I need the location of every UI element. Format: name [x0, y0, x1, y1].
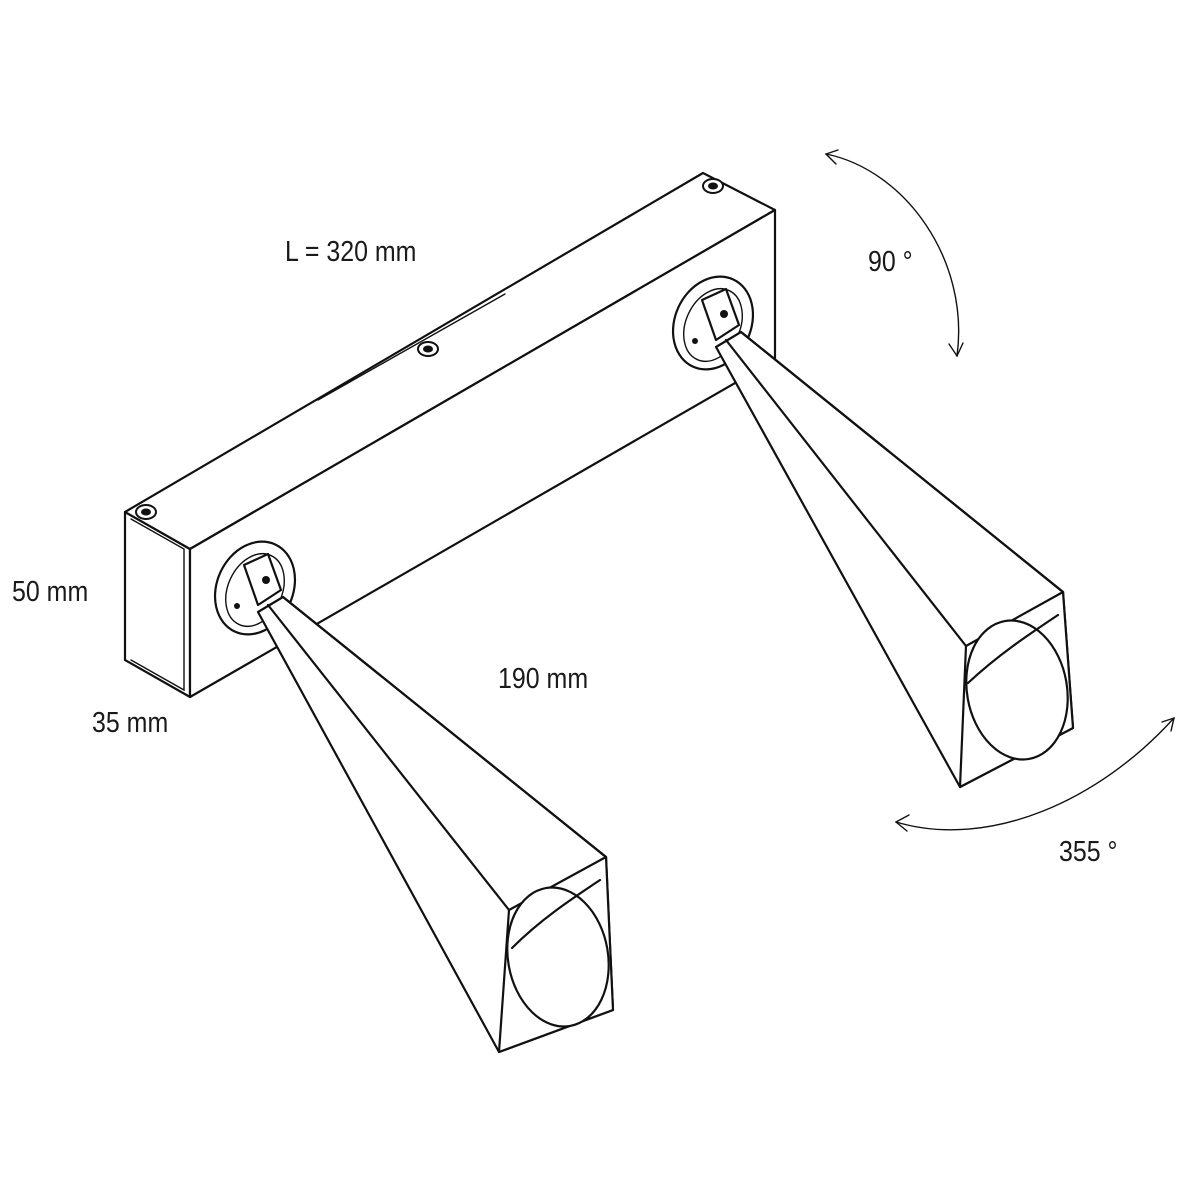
right-head-lens — [965, 619, 1069, 761]
screw-top-left — [135, 504, 157, 520]
length-label: L = 320 mm — [285, 236, 417, 268]
height-label: 50 mm — [12, 576, 89, 608]
spacing-label: 190 mm — [498, 663, 589, 695]
tilt-angle-label: 90 ° — [868, 246, 913, 278]
screw-top-right — [702, 178, 724, 194]
housing-bar — [123, 171, 777, 699]
screw-top-middle — [417, 341, 439, 357]
housing-top-seam — [317, 293, 506, 401]
right-spotlight — [671, 275, 1075, 789]
rotation-arrow — [894, 716, 1175, 832]
left-spotlight — [213, 540, 615, 1054]
rotation-angle-label: 355 ° — [1059, 836, 1118, 868]
depth-label: 35 mm — [92, 707, 169, 739]
housing-end-face-inner — [130, 518, 185, 692]
left-head-lens — [506, 886, 610, 1028]
tilt-arrow — [824, 149, 964, 358]
